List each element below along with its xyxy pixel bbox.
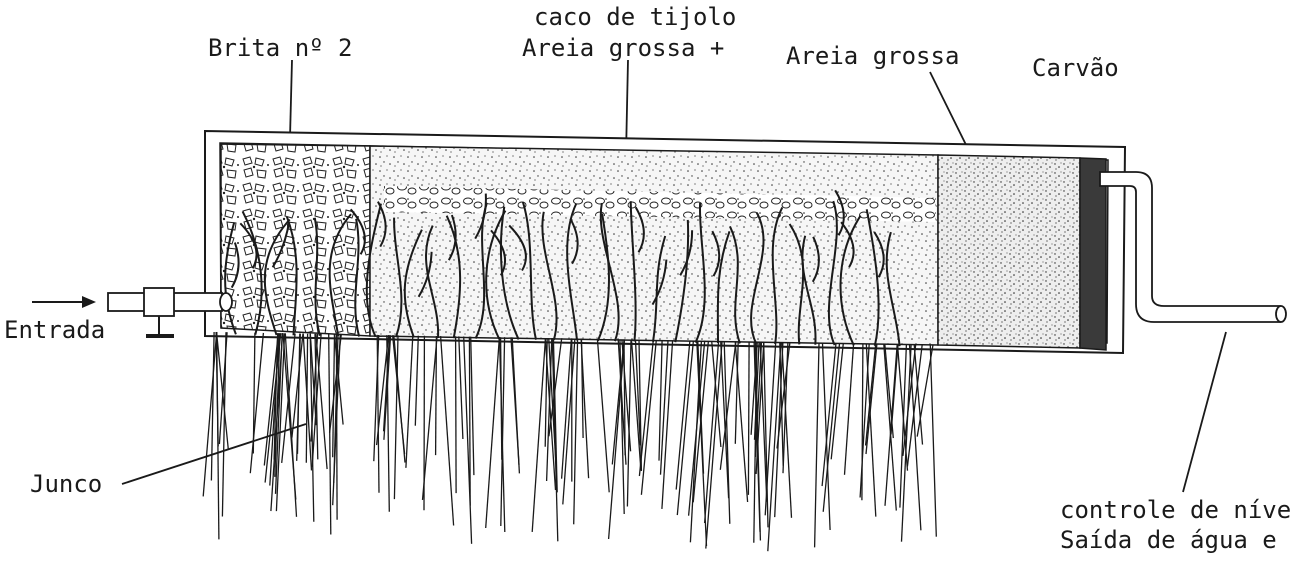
root (456, 336, 457, 493)
label-areia-grossa-caco-line2: caco de tijolo (534, 3, 736, 31)
label-areia-grossa-caco-line1: Areia grossa + (522, 34, 724, 62)
root (574, 339, 578, 525)
root (693, 341, 708, 502)
root (250, 333, 263, 473)
root (203, 332, 217, 496)
label-junco: Junco (30, 470, 102, 498)
root (532, 338, 545, 532)
root (884, 344, 897, 511)
root (563, 339, 575, 505)
root (512, 337, 519, 473)
label-carvao: Carvão (1032, 54, 1119, 82)
label-saida-line2: controle de nível (1060, 496, 1292, 524)
root (917, 345, 933, 437)
tank (205, 131, 1125, 353)
root (297, 334, 301, 461)
root (690, 341, 701, 543)
root (501, 337, 502, 460)
outlet (1100, 172, 1286, 322)
outlet-pipe-end (1276, 306, 1286, 322)
root (659, 340, 662, 461)
root (285, 333, 296, 517)
inlet-pipe-end (220, 293, 232, 311)
root (459, 336, 463, 439)
root (552, 338, 558, 541)
root (471, 337, 474, 476)
zone-areia-grossa (938, 155, 1080, 348)
inlet-arrowhead (82, 296, 96, 308)
plant-roots (203, 332, 936, 551)
root (815, 343, 819, 548)
root (469, 337, 470, 506)
root (211, 332, 214, 481)
root (377, 335, 379, 493)
leader-saida (1183, 332, 1226, 492)
root (705, 341, 719, 523)
root (676, 341, 690, 490)
root (597, 339, 609, 492)
label-areia-grossa: Areia grossa (786, 42, 959, 70)
root (777, 342, 790, 448)
root (415, 336, 418, 426)
label-entrada: Entrada (4, 316, 105, 344)
root (712, 341, 721, 447)
root (885, 344, 894, 438)
root (306, 334, 307, 463)
valve-body (144, 288, 174, 316)
root (822, 343, 836, 486)
label-saida-line1: Saída de água e (1060, 526, 1277, 554)
root (862, 344, 863, 501)
root (748, 342, 749, 495)
root (441, 336, 454, 525)
root (329, 334, 331, 534)
root (486, 337, 500, 528)
root (641, 340, 656, 495)
root (930, 345, 936, 537)
root (900, 345, 907, 508)
label-brita: Brita nº 2 (208, 34, 353, 62)
outlet-pipe (1100, 172, 1280, 322)
root (406, 336, 413, 468)
root (845, 344, 854, 475)
